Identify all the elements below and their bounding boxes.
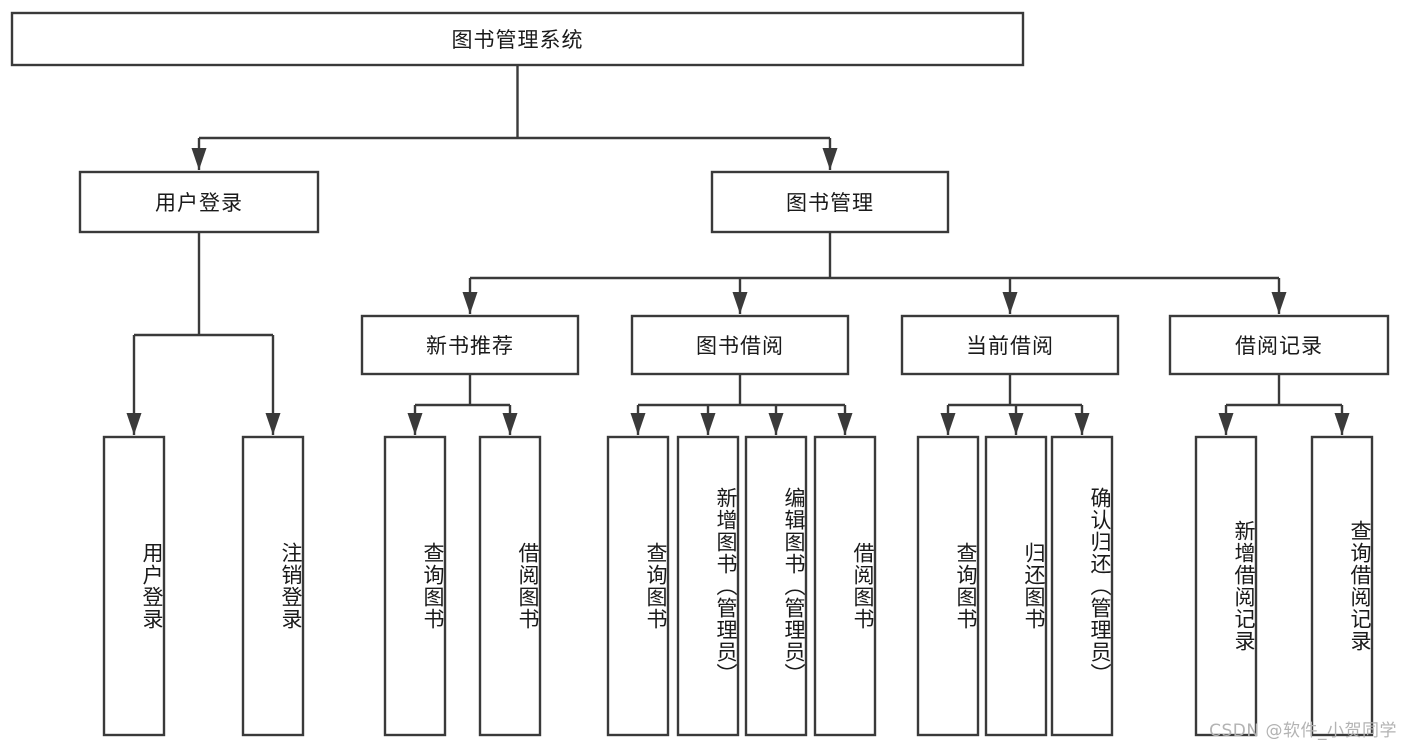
watermark-text: CSDN @软件_小贺同学 <box>1209 721 1397 741</box>
node-borrow-record[interactable] <box>1168 314 1390 376</box>
arrow-head-icon <box>630 413 646 435</box>
node-book-manage[interactable] <box>710 170 950 234</box>
node-boxes-layer <box>10 11 1390 737</box>
arrow-head-icon <box>265 413 281 435</box>
node-leaf-user-login[interactable] <box>102 435 166 737</box>
arrow-head-icon <box>126 413 142 435</box>
node-leaf-query-book-1[interactable] <box>383 435 447 737</box>
node-book-borrow[interactable] <box>630 314 850 376</box>
node-new-book-recommend[interactable] <box>360 314 580 376</box>
arrow-head-icon <box>1334 413 1350 435</box>
arrow-head-icon <box>837 413 853 435</box>
arrow-head-icon <box>732 292 748 314</box>
node-leaf-borrow-book-2[interactable] <box>813 435 877 737</box>
arrow-head-icon <box>768 413 784 435</box>
node-leaf-query-book-3[interactable] <box>916 435 980 737</box>
node-leaf-logout[interactable] <box>241 435 305 737</box>
arrow-head-icon <box>462 292 478 314</box>
arrow-head-icon <box>502 413 518 435</box>
node-leaf-confirm-return[interactable] <box>1050 435 1114 737</box>
node-leaf-query-record[interactable] <box>1310 435 1374 737</box>
node-leaf-borrow-book-1[interactable] <box>478 435 542 737</box>
node-leaf-add-book[interactable] <box>676 435 740 737</box>
node-leaf-add-record[interactable] <box>1194 435 1258 737</box>
node-root[interactable] <box>10 11 1025 67</box>
arrow-head-icon <box>822 148 838 170</box>
arrow-head-icon <box>1218 413 1234 435</box>
node-user-login[interactable] <box>78 170 320 234</box>
arrow-head-icon <box>1002 292 1018 314</box>
arrow-head-icon <box>191 148 207 170</box>
node-leaf-edit-book[interactable] <box>744 435 808 737</box>
node-leaf-return-book[interactable] <box>984 435 1048 737</box>
connector-edges-layer <box>126 65 1350 435</box>
node-leaf-query-book-2[interactable] <box>606 435 670 737</box>
arrow-head-icon <box>1008 413 1024 435</box>
arrow-head-icon <box>407 413 423 435</box>
arrow-head-icon <box>700 413 716 435</box>
arrow-head-icon <box>1271 292 1287 314</box>
arrow-head-icon <box>940 413 956 435</box>
arrow-head-icon <box>1074 413 1090 435</box>
node-current-borrow[interactable] <box>900 314 1120 376</box>
